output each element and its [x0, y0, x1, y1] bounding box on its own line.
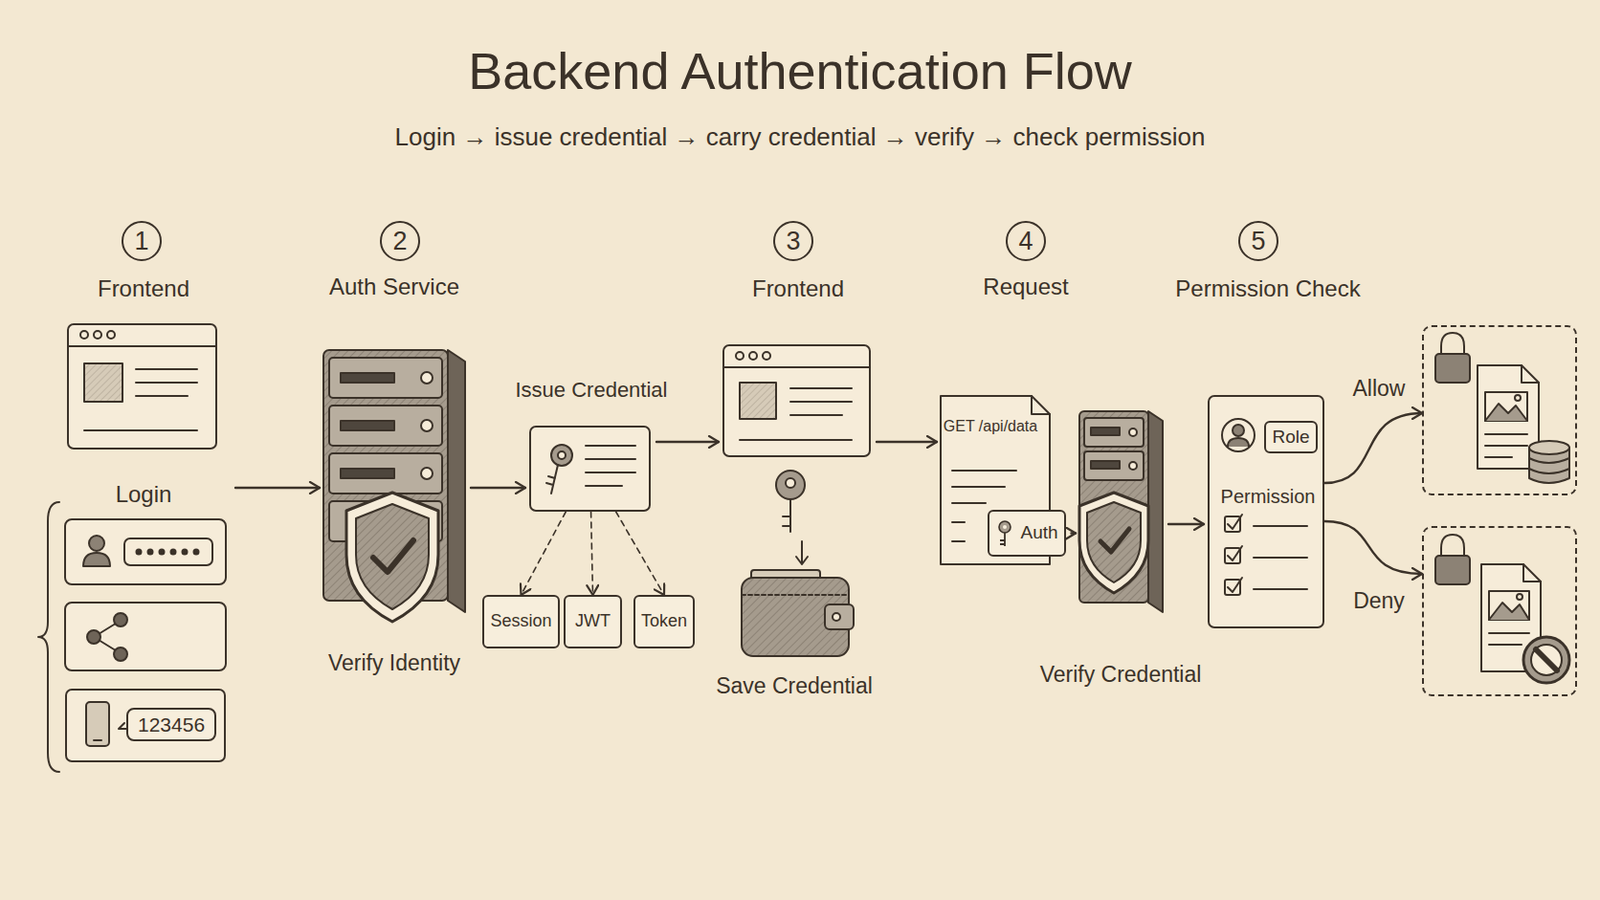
node-text: 5 [1250, 225, 1266, 257]
arrow-connector [1324, 521, 1423, 575]
node-text: Auth Service [329, 273, 460, 302]
brace [38, 502, 60, 773]
request-document: GET /api/dataAuth [940, 396, 1050, 565]
node-text: Permission Check [1175, 275, 1360, 304]
otp-field: 123456 [65, 688, 226, 763]
credential-type: Session [482, 595, 559, 649]
allow-target [1422, 325, 1578, 496]
node-text: Auth [1020, 522, 1058, 545]
node-text: Login [115, 481, 173, 510]
permission-card [1207, 395, 1325, 629]
node-text: Frontend [97, 275, 190, 304]
step-number: 1 [121, 221, 162, 262]
permission-card: Permission CheckPermissionRole [1207, 395, 1325, 629]
subtitle: Login → issue credential → carry credent… [395, 122, 1206, 153]
diagram-title: Backend Authentication Flow [467, 40, 1132, 103]
browser-window [66, 323, 218, 450]
arrow-connector [235, 487, 320, 489]
wallet-icon [741, 570, 854, 657]
node-text: GET /api/data [943, 417, 1038, 436]
step-label: Save Credential [715, 673, 873, 701]
deny-target [1422, 526, 1578, 697]
server [323, 350, 466, 623]
dashed-connector [591, 511, 594, 596]
credential-card [529, 425, 651, 512]
login-group: Login 123456 [43, 475, 230, 775]
node-text: Token [641, 611, 688, 633]
step-number: 5 [1238, 221, 1279, 262]
social-login-field [65, 602, 226, 671]
arrow-connector [656, 441, 719, 444]
node-text: 3 [785, 225, 800, 257]
node-text: Permission [1221, 485, 1316, 509]
key-icon [776, 470, 808, 565]
browser-window: Frontend [66, 323, 218, 450]
step-heading: Request [982, 273, 1068, 302]
code-text: 123456 [137, 712, 205, 737]
node-text: Verify Credential [1040, 662, 1202, 689]
arrow-connector [1168, 523, 1204, 526]
node-text: 1 [133, 225, 149, 257]
step-number: 3 [773, 221, 814, 262]
auth-server: Auth ServiceVerify Identity [323, 350, 466, 623]
node-text: Role [1271, 426, 1310, 449]
speech-bubble: 123456 [126, 708, 217, 742]
step-number: 2 [379, 221, 421, 262]
node-text: Session [489, 611, 552, 633]
verify-server: Verify Credential [1079, 411, 1163, 608]
browser-window: Frontend [722, 344, 871, 458]
node-text: Issue Credential [515, 377, 668, 403]
role-tag: Role [1264, 421, 1317, 454]
password-field [65, 519, 226, 585]
arrow-connector [1324, 413, 1423, 484]
allowed-resource [1435, 333, 1570, 484]
arrow-connector [876, 441, 937, 444]
node-text: 4 [1018, 225, 1033, 257]
browser-window [722, 344, 871, 458]
node-text: JWT [575, 611, 611, 633]
step-number: 4 [1005, 221, 1046, 262]
edge-label: Deny [1350, 588, 1408, 615]
arrow-connector [1071, 532, 1076, 534]
dashed-connector [520, 511, 566, 596]
credential-type: Token [633, 595, 695, 649]
node-text: 2 [392, 225, 407, 257]
credential-type: JWT [563, 595, 623, 649]
dashed-connector [616, 511, 665, 596]
arrow-connector [470, 487, 526, 489]
server [1079, 411, 1163, 613]
denied-resource [1435, 534, 1570, 684]
key-icon [995, 519, 1015, 549]
node-text: Frontend [752, 275, 845, 304]
credential-card: Issue Credential [529, 425, 651, 512]
phone-icon [65, 688, 226, 763]
auth-header-tag: Auth [987, 510, 1066, 557]
node-text: Verify Identity [328, 650, 461, 678]
edge-label: Allow [1350, 376, 1409, 402]
